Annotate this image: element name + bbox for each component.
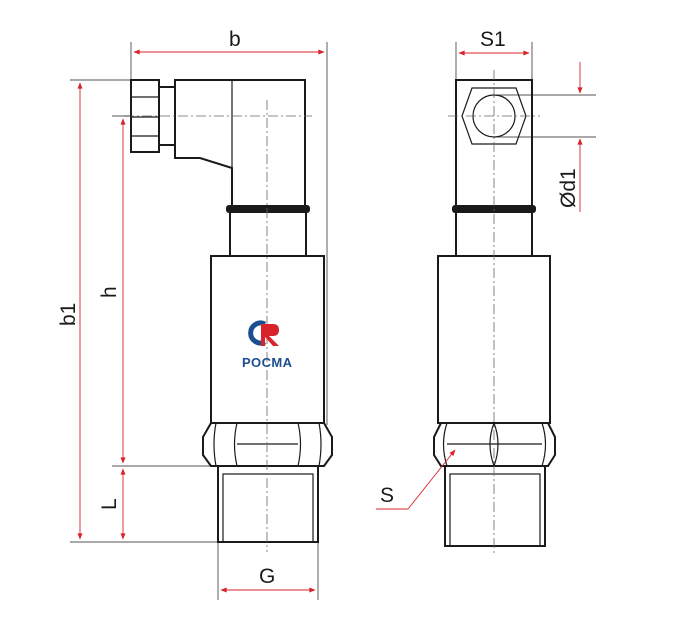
neck [229,207,307,257]
dimension-S: S [376,449,456,510]
front-view [124,79,333,552]
dimension-L: L [98,468,126,540]
dimension-b1: b1 [57,79,218,543]
side-view [433,70,556,556]
dimension-G: G [217,542,319,600]
thread-fitting [217,465,319,543]
label-S1: S1 [480,28,506,51]
connector-housing [174,79,306,213]
label-d1: Ød1 [557,168,580,208]
label-L: L [98,498,121,510]
dimension-b: b [130,28,328,425]
thread-side [444,465,546,547]
dimension-S1: S1 [455,28,533,80]
dimension-d1: Ød1 [494,62,596,212]
logo-text: РОСМА [242,355,293,370]
dimension-h: h [98,115,218,467]
cable-gland [130,79,176,153]
label-S: S [380,484,394,507]
label-h: h [98,286,121,298]
rosma-logo [248,320,279,346]
label-G: G [259,565,275,588]
label-b1: b1 [57,303,80,326]
label-b: b [229,28,241,51]
